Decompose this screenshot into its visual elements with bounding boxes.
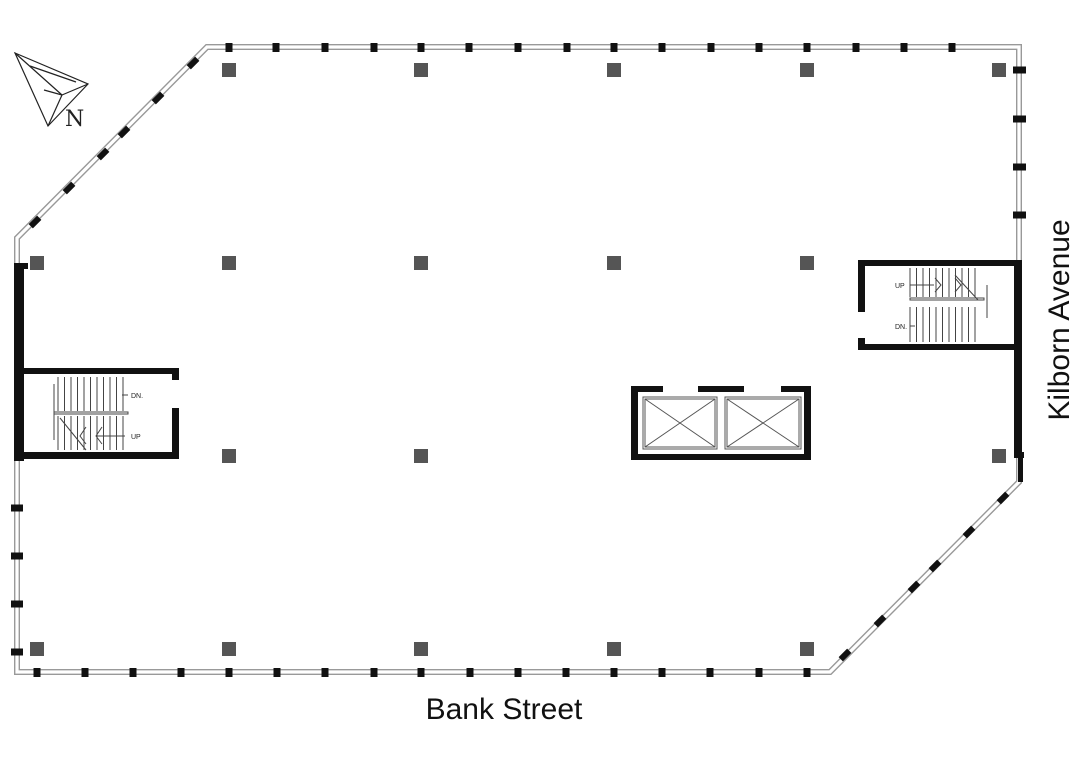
elevator-core xyxy=(631,386,811,460)
structural-column xyxy=(992,449,1006,463)
structural-column xyxy=(414,63,428,77)
stair-east-down-label: DN. xyxy=(895,324,907,331)
mullions xyxy=(11,43,1026,677)
mullion xyxy=(907,580,921,594)
mullion xyxy=(1013,163,1026,171)
mullion xyxy=(928,559,942,573)
structural-column xyxy=(800,63,814,77)
mullion xyxy=(273,668,281,677)
mullion xyxy=(417,43,425,52)
mullion xyxy=(562,668,570,677)
mullion xyxy=(948,43,956,52)
kilborn-avenue-label: Kilborn Avenue xyxy=(1043,219,1076,420)
mullion xyxy=(11,600,23,608)
structural-column xyxy=(992,63,1006,77)
structural-column xyxy=(800,642,814,656)
mullion xyxy=(151,91,165,105)
stair-east: UP DN. xyxy=(858,260,1018,350)
mullion xyxy=(1013,66,1026,74)
mullion xyxy=(225,43,233,52)
mullion xyxy=(658,668,666,677)
structural-column xyxy=(222,63,236,77)
north-letter: N xyxy=(65,107,84,132)
mullion xyxy=(177,668,185,677)
east-wall xyxy=(1014,260,1024,482)
mullion xyxy=(186,56,200,70)
mullion xyxy=(707,43,715,52)
mullion xyxy=(610,43,618,52)
mullion xyxy=(465,43,473,52)
mullion xyxy=(11,648,23,656)
stair-east-up-label: UP xyxy=(895,283,905,290)
mullion xyxy=(62,181,76,195)
mullion xyxy=(1013,115,1026,123)
mullion xyxy=(11,552,23,560)
structural-column xyxy=(800,256,814,270)
stair-west: DN. UP xyxy=(22,368,179,459)
mullion xyxy=(33,668,41,677)
mullion xyxy=(962,525,976,539)
mullion xyxy=(873,614,887,628)
structural-column xyxy=(607,63,621,77)
mullion xyxy=(706,668,714,677)
structural-column xyxy=(607,642,621,656)
mullion xyxy=(321,668,329,677)
structural-column xyxy=(222,256,236,270)
mullion xyxy=(755,43,763,52)
mullion xyxy=(129,668,137,677)
stair-west-down-label: DN. xyxy=(131,393,143,400)
structural-column xyxy=(607,256,621,270)
structural-column xyxy=(30,256,44,270)
bank-street-label: Bank Street xyxy=(426,693,583,726)
mullion xyxy=(272,43,280,52)
stair-west-up-label: UP xyxy=(131,434,141,441)
mullion xyxy=(81,668,89,677)
structural-column xyxy=(414,449,428,463)
mullion xyxy=(225,668,233,677)
mullion xyxy=(1013,211,1026,219)
mullion xyxy=(755,668,763,677)
west-wall xyxy=(14,263,28,461)
mullion xyxy=(117,125,131,139)
structural-column xyxy=(222,642,236,656)
mullion xyxy=(514,43,522,52)
mullion xyxy=(370,43,378,52)
mullion xyxy=(321,43,329,52)
mullion xyxy=(610,668,618,677)
mullion xyxy=(370,668,378,677)
mullion xyxy=(658,43,666,52)
structural-column xyxy=(30,642,44,656)
mullion xyxy=(466,668,474,677)
mullion xyxy=(900,43,908,52)
mullion xyxy=(11,504,23,512)
mullion xyxy=(514,668,522,677)
elevator-car-2 xyxy=(724,396,802,450)
structural-column xyxy=(222,449,236,463)
mullion xyxy=(96,147,110,161)
mullion xyxy=(852,43,860,52)
structural-columns xyxy=(30,63,1006,656)
north-arrow-icon xyxy=(13,51,90,128)
mullion xyxy=(417,668,425,677)
mullion xyxy=(996,491,1010,505)
mullion xyxy=(563,43,571,52)
curtain-wall xyxy=(14,44,1022,675)
mullion xyxy=(803,43,811,52)
mullion xyxy=(803,668,811,677)
structural-column xyxy=(414,642,428,656)
mullion xyxy=(28,215,42,229)
elevator-car-1 xyxy=(642,396,718,450)
mullion xyxy=(838,648,852,662)
structural-column xyxy=(414,256,428,270)
